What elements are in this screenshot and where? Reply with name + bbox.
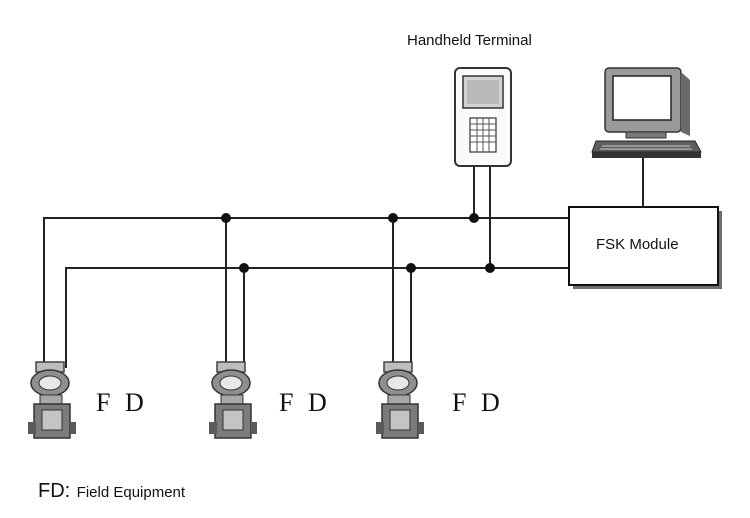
handheld-terminal-icon <box>454 67 512 167</box>
fd-label-3: F D <box>452 388 504 417</box>
handheld-terminal-label: Handheld Terminal <box>407 32 532 49</box>
fd-label-2: F D <box>279 388 331 417</box>
fd-label-1: F D <box>96 388 148 417</box>
bus-line-lower <box>65 267 570 368</box>
legend: FD: Field Equipment <box>38 480 185 503</box>
legend-abbreviation: FD: <box>38 480 71 502</box>
legend-description: Field Equipment <box>76 484 186 501</box>
junction-dots <box>221 213 495 273</box>
field-device-1-icon <box>28 361 76 439</box>
fd-drop-lines <box>225 218 412 368</box>
fsk-module-label: FSK Module <box>596 236 679 253</box>
fsk-module-box <box>568 206 722 289</box>
computer-icon <box>591 67 702 158</box>
handheld-connection-lines <box>473 163 491 268</box>
bus-line-upper <box>43 217 570 368</box>
field-device-3-icon <box>376 361 424 439</box>
field-device-2-icon <box>209 361 257 439</box>
